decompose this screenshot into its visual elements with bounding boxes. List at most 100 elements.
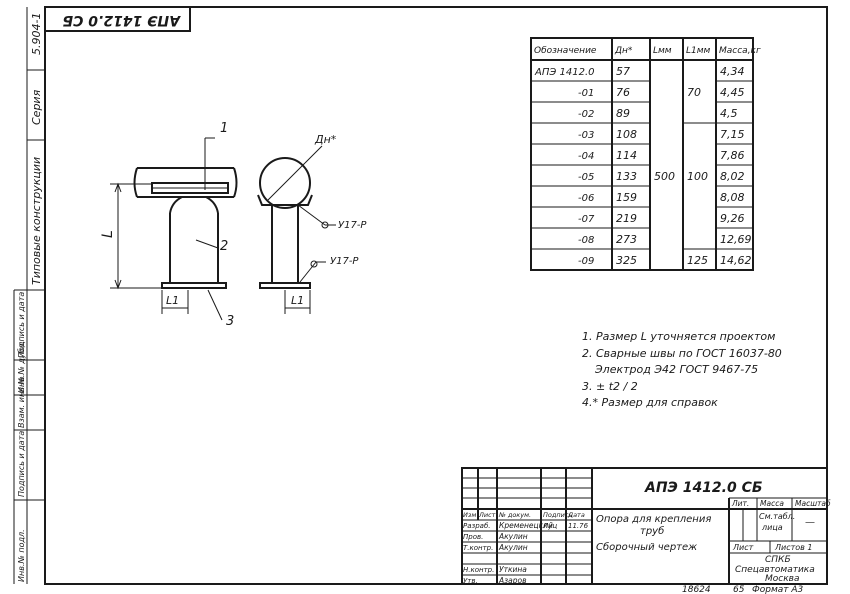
spec-cell: 8,02	[720, 170, 745, 183]
margin-field-4: Инв.№ дубл.	[17, 341, 26, 393]
spec-cell: -08	[578, 235, 594, 246]
spec-cell: -05	[578, 172, 594, 183]
dim-L1-right: L1	[291, 294, 304, 307]
top-stamp: АПЭ 1412.0 СБ	[62, 12, 181, 28]
tb-col-header: Лист	[478, 511, 496, 519]
note-3: 3. ± t2 / 2	[582, 380, 638, 393]
spec-cell: 76	[616, 86, 630, 99]
spec-cell: 4,45	[720, 86, 745, 99]
callout-3: 3	[226, 314, 234, 329]
front-view: L L1 1 2 3	[100, 121, 238, 329]
spec-cell: 159	[616, 191, 637, 204]
note-4: 4.* Размер для справок	[582, 396, 718, 409]
side-view: Дн* У17-Р У17-Р L1	[257, 133, 367, 314]
tb-role: Утв.	[463, 577, 478, 585]
margin-field-5: Подпись и дата	[17, 292, 26, 358]
margin-field-3: Взам. инв.№	[17, 376, 26, 428]
series-label: Серия	[30, 89, 43, 125]
tb-role: Н.контр.	[463, 566, 494, 574]
spec-cell: 4,5	[720, 107, 738, 120]
tb-role: Пров.	[463, 533, 483, 541]
spec-header: Обозначение	[534, 46, 597, 56]
tb-sign: Луц	[542, 522, 557, 530]
tb-date: 11.76	[568, 522, 589, 530]
spec-cell: -02	[578, 109, 594, 120]
spec-cell: -01	[578, 88, 594, 99]
tb-scale-label: Масштаб	[795, 499, 831, 508]
footer-page: 65	[733, 585, 745, 594]
spec-header: Масса,кг	[719, 46, 761, 56]
tb-org-2: Спецавтоматика	[735, 565, 815, 575]
spec-cell: 133	[616, 170, 637, 183]
tb-name: Акулин	[498, 532, 528, 541]
spec-cell: 7,86	[720, 149, 745, 162]
spec-cell: 8,08	[720, 191, 745, 204]
spec-cell: 89	[616, 107, 630, 120]
spec-cell: 4,34	[720, 65, 745, 78]
spec-cell: -04	[578, 151, 594, 162]
category-label: Типовые конструкции	[30, 157, 43, 285]
spec-header: Lмм	[653, 46, 672, 56]
spec-cell: 100	[687, 170, 708, 183]
note-2: 2. Сварные швы по ГОСТ 16037-80	[582, 347, 782, 360]
spec-cell: 12,69	[720, 233, 752, 246]
tb-name: Уткина	[499, 565, 527, 574]
spec-header: Дн*	[614, 46, 633, 56]
spec-cell: -07	[578, 214, 595, 225]
tb-mass-value2: лица	[761, 523, 783, 532]
spec-cell: АПЭ 1412.0	[534, 67, 595, 78]
tb-name: Азаров	[498, 576, 526, 585]
spec-cell: 125	[687, 254, 708, 267]
spec-cell: 114	[616, 149, 637, 162]
tb-title-3: Сборочный чертеж	[596, 541, 697, 553]
spec-cell: 14,62	[720, 254, 752, 267]
tb-col-header: Дата	[567, 511, 585, 519]
dim-L: L	[100, 230, 116, 238]
weld-2: У17-Р	[330, 256, 359, 267]
spec-cell: 219	[616, 212, 637, 225]
spec-cell: 7,15	[720, 128, 745, 141]
tb-name: Акулин	[498, 543, 528, 552]
spec-cell: -03	[578, 130, 594, 141]
dim-L1-left: L1	[166, 294, 179, 307]
tb-sheet-label: Лист	[732, 543, 754, 552]
series-value: 5.904-1	[30, 13, 43, 55]
dim-dn: Дн*	[314, 133, 337, 146]
spec-cell: 108	[616, 128, 637, 141]
spec-cell: 325	[616, 254, 637, 267]
top-stamp-box	[44, 6, 191, 32]
tb-lit-label: Лит.	[731, 499, 749, 508]
footer-format: Формат А3	[752, 585, 804, 594]
margin-field-1: Инв.№ подл.	[17, 529, 26, 582]
tb-org-1: СПКБ	[765, 555, 791, 565]
tb-title-1: Опора для крепления	[596, 514, 711, 525]
note-2b: Электрод Э42 ГОСТ 9467-75	[594, 363, 758, 376]
tb-designation: АПЭ 1412.0 СБ	[644, 480, 763, 496]
tb-role: Разраб.	[463, 522, 491, 530]
callout-1: 1	[220, 121, 228, 136]
spec-table-frame	[530, 37, 754, 271]
tb-col-header: Изм	[463, 511, 476, 519]
sheet-frame	[44, 6, 828, 585]
note-1: 1. Размер L уточняется проектом	[582, 330, 775, 343]
spec-cell: -09	[578, 256, 594, 267]
title-block: АПЭ 1412.0 СБ Опора для крепления труб С…	[461, 467, 831, 585]
spec-cell: 273	[616, 233, 637, 246]
tb-role: Т.контр.	[463, 544, 493, 552]
spec-cell: -06	[578, 193, 594, 204]
footer-number: 18624	[682, 585, 711, 594]
tb-title-2: труб	[640, 525, 664, 537]
tb-col-header: Подпись	[543, 511, 572, 519]
tb-mass-value: См.табл.	[759, 512, 795, 521]
margin-field-2: Подпись и дата	[17, 431, 26, 497]
tb-mass-label: Масса	[760, 499, 784, 508]
tb-sheets-label: Листов 1	[774, 543, 813, 552]
spec-cell: 57	[616, 65, 630, 78]
spec-header: L1мм	[686, 46, 711, 56]
tb-name: Кременецкий	[499, 521, 553, 530]
spec-cell: 500	[654, 170, 675, 183]
